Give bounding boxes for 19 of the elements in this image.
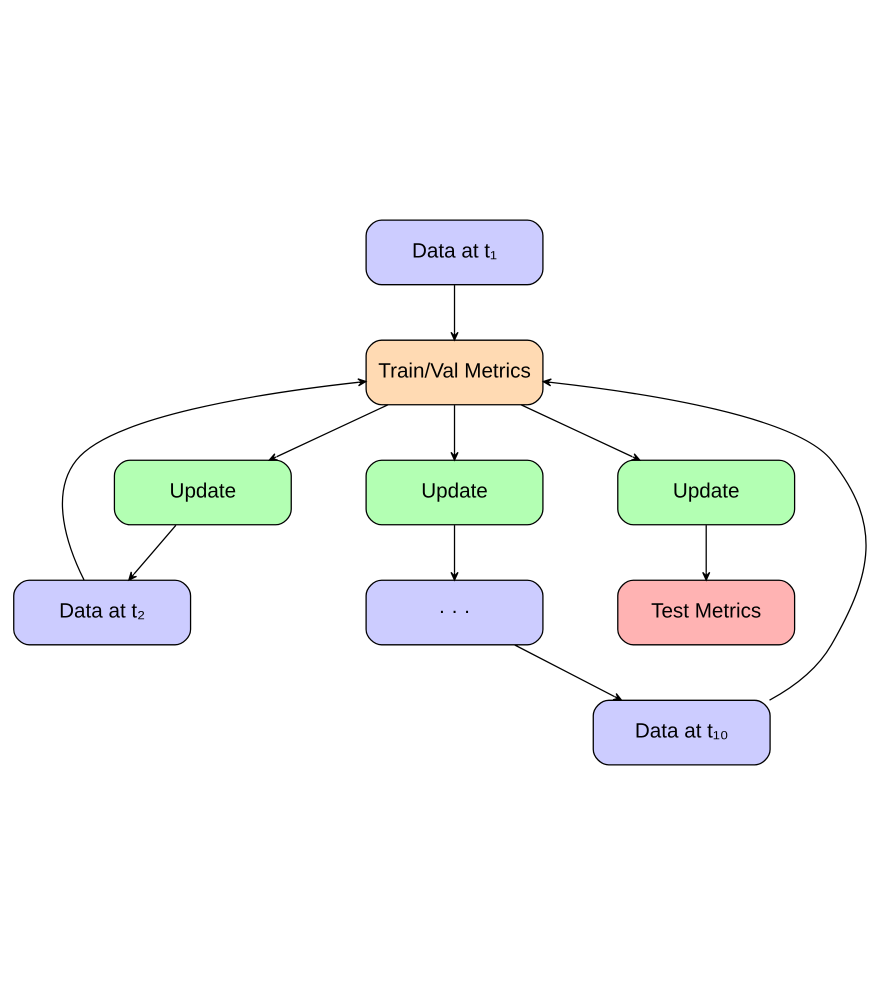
arrow xyxy=(128,524,176,581)
arrow xyxy=(62,378,367,580)
arrow xyxy=(542,378,867,701)
arrow xyxy=(520,404,640,461)
arrow xyxy=(450,405,459,461)
node-box: · · · xyxy=(365,580,544,646)
arrow xyxy=(450,285,459,341)
node-box: Train/Val Metrics xyxy=(365,340,544,406)
node-box: Test Metrics xyxy=(617,580,796,646)
node-box: Update xyxy=(617,460,796,526)
arrow xyxy=(450,525,459,581)
arrow xyxy=(514,644,622,701)
arrow xyxy=(268,404,388,461)
node-box: Data at t₁₀ xyxy=(592,700,771,766)
arrow xyxy=(702,525,710,581)
node-box: Update xyxy=(365,460,544,526)
node-box: Update xyxy=(114,460,292,526)
node-box: Data at t₂ xyxy=(13,580,192,646)
node-box: Data at t₁ xyxy=(365,220,544,286)
